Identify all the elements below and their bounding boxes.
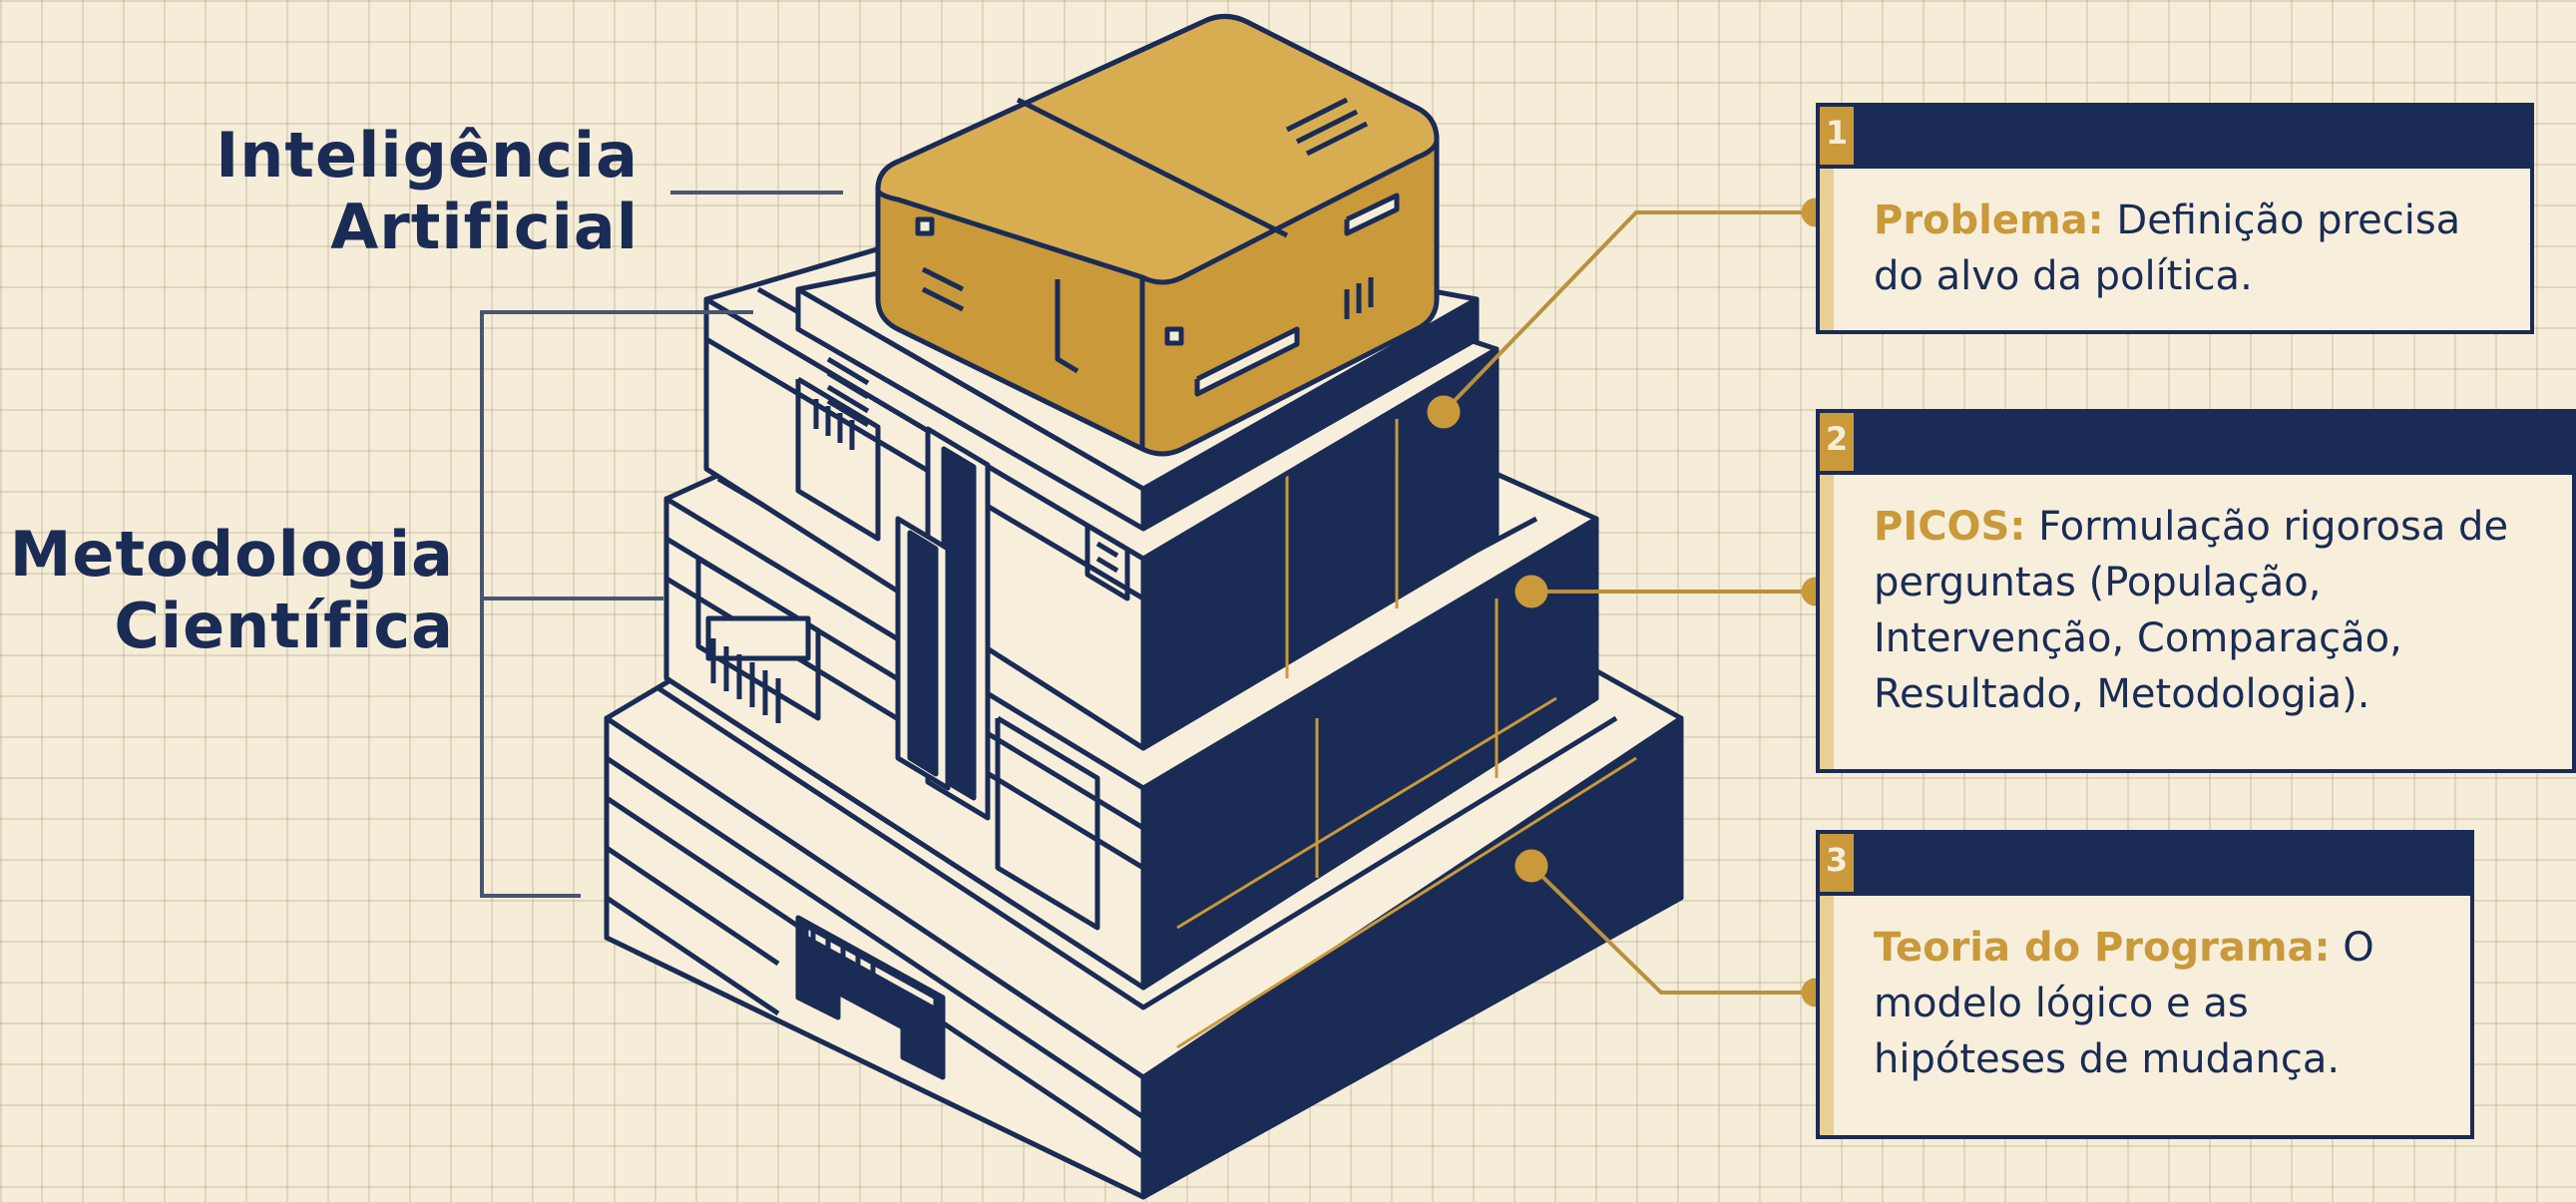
step-card-header bbox=[1816, 409, 2576, 475]
connector-dot-3 bbox=[1515, 850, 1547, 882]
step-card-header bbox=[1816, 103, 2534, 169]
step-title: Problema: bbox=[1874, 198, 2104, 243]
step-card-2: 2 PICOS: Formulação rigorosa de pergunta… bbox=[1816, 409, 2576, 773]
step-card-3: 3 Teoria do Programa: O modelo lógico e … bbox=[1816, 830, 2474, 1139]
ai-label-line-2: Artificial bbox=[190, 192, 639, 263]
step-text: Teoria do Programa: O modelo lógico e as… bbox=[1874, 920, 2448, 1087]
step-card-accent bbox=[1820, 896, 1834, 1135]
method-label-line-2: Científica bbox=[0, 591, 454, 662]
step-card-accent bbox=[1820, 169, 1834, 330]
method-label: Metodologia Científica bbox=[0, 519, 454, 662]
step-number-badge: 3 bbox=[1820, 834, 1854, 892]
step-number-badge: 1 bbox=[1820, 107, 1854, 165]
step-card-header bbox=[1816, 830, 2474, 896]
step-card-1: 1 Problema: Definição precisa do alvo da… bbox=[1816, 103, 2534, 334]
connector-dot-1 bbox=[1428, 396, 1460, 428]
ai-label-line-1: Inteligência bbox=[190, 120, 639, 192]
step-title: Teoria do Programa: bbox=[1874, 925, 2331, 971]
step-title: PICOS: bbox=[1874, 504, 2025, 550]
step-card-accent bbox=[1820, 475, 1834, 769]
method-label-line-1: Metodologia bbox=[0, 519, 454, 591]
ai-label: Inteligência Artificial bbox=[190, 120, 639, 263]
step-text: Problema: Definição precisa do alvo da p… bbox=[1874, 193, 2508, 304]
connector-dot-2 bbox=[1515, 576, 1547, 607]
step-number-badge: 2 bbox=[1820, 413, 1854, 471]
connector-1 bbox=[1444, 212, 1816, 412]
step-text: PICOS: Formulação rigorosa de perguntas … bbox=[1874, 499, 2550, 722]
